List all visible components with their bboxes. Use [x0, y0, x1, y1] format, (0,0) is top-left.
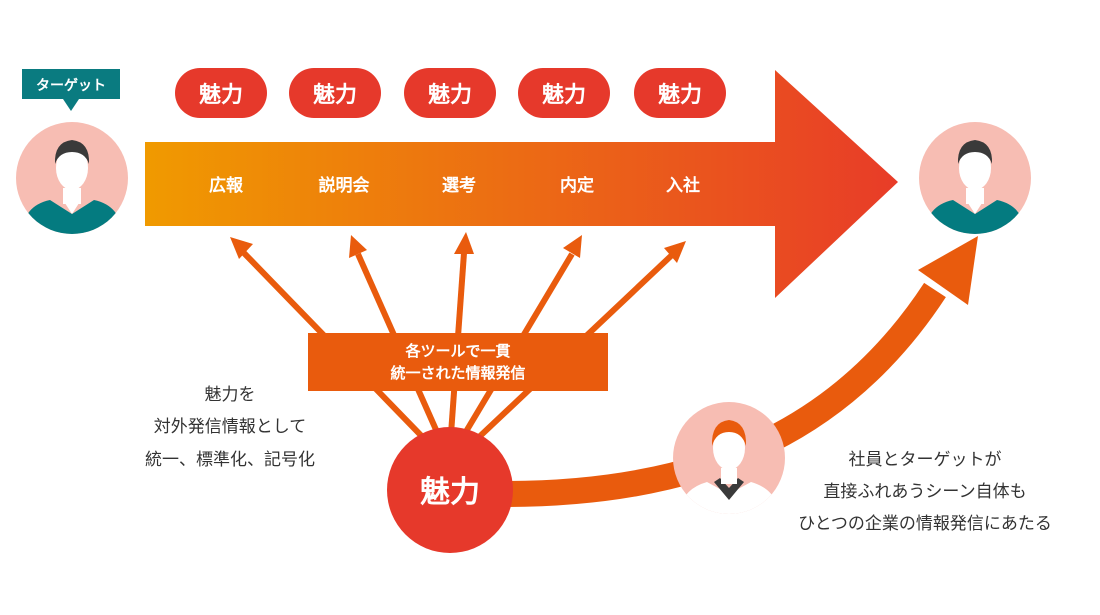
hired-person-icon — [919, 122, 1031, 234]
charm-pill-5: 魅力 — [634, 68, 726, 118]
fan-arrowhead-4 — [563, 235, 582, 258]
right-note-line1: 社員とターゲットが — [849, 450, 1002, 470]
stage-label-offer: 内定 — [560, 175, 594, 196]
left-note-line2: 対外発信情報として — [154, 417, 307, 437]
charm-pill-1: 魅力 — [175, 68, 267, 118]
charm-pill-4: 魅力 — [518, 68, 610, 118]
charm-label: 魅力 — [658, 82, 702, 108]
target-person-icon — [16, 122, 128, 234]
stage-label-selection: 選考 — [442, 175, 476, 196]
charm-pill-3: 魅力 — [404, 68, 496, 118]
fan-arrowhead-2 — [349, 235, 367, 258]
left-note-line1: 魅力を — [205, 385, 256, 405]
target-badge-label: ターゲット — [36, 77, 106, 94]
right-note-line2: 直接ふれあうシーン自体も — [823, 482, 1026, 502]
tool-box-line2: 統一された情報発信 — [390, 364, 525, 382]
fan-arrowhead-3 — [454, 232, 474, 254]
stage-label-briefing: 説明会 — [319, 175, 370, 196]
target-badge: ターゲット — [22, 69, 120, 111]
main-flow-arrow — [145, 70, 898, 298]
right-note-line3: ひとつの企業の情報発信にあたる — [798, 514, 1052, 534]
left-note-line3: 統一、標準化、記号化 — [145, 450, 315, 470]
charm-pill-2: 魅力 — [289, 68, 381, 118]
center-charm-circle: 魅力 — [387, 427, 513, 553]
charm-label: 魅力 — [542, 82, 586, 108]
tool-box — [308, 333, 608, 391]
employee-person-icon — [673, 402, 785, 514]
tool-box-line1: 各ツールで一貫 — [404, 342, 510, 360]
charm-label: 魅力 — [428, 82, 472, 108]
charm-label: 魅力 — [199, 82, 243, 108]
center-charm-label: 魅力 — [420, 475, 480, 510]
fan-arrowhead-1 — [230, 237, 253, 259]
charm-label: 魅力 — [313, 82, 357, 108]
stage-label-joining: 入社 — [666, 175, 700, 196]
fan-arrowhead-5 — [664, 241, 686, 263]
stage-label-pr: 広報 — [209, 175, 244, 196]
